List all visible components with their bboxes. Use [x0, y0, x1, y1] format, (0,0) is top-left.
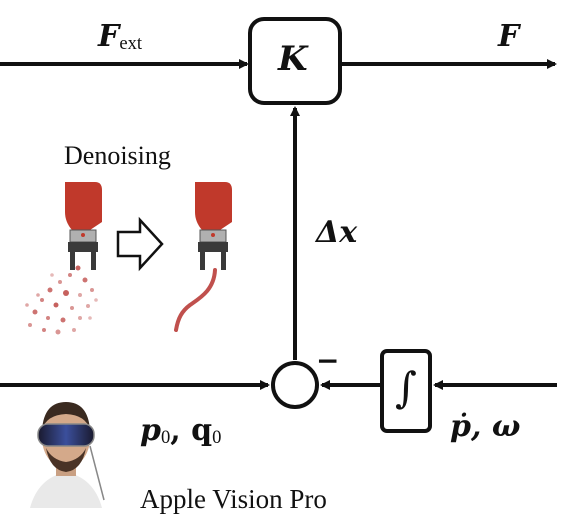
k-text: K [278, 39, 308, 79]
p0-q0-label: p0, q0 [140, 416, 221, 447]
fext-main: F [98, 19, 120, 54]
hollow-right-arrow-icon [116, 216, 164, 272]
vision-pro-person-icon [30, 398, 105, 508]
f-output-label: F [498, 22, 519, 52]
integral-symbol: ∫ [395, 363, 417, 412]
denoising-text: Denoising [64, 141, 171, 170]
fext-sub: ext [119, 32, 143, 54]
robot-gripper-icon [65, 182, 102, 270]
device-caption-text: Apple Vision Pro [140, 484, 327, 514]
device-caption: Apple Vision Pro [140, 486, 327, 513]
p0-sub: 0 [160, 426, 171, 448]
q0-text: , q [170, 413, 213, 448]
p0-text: p [140, 413, 161, 448]
denoised-trajectory [174, 268, 217, 332]
k-label: K [278, 42, 308, 76]
summing-junction [271, 361, 319, 409]
fext-label: Fext [98, 22, 142, 53]
f-output-text: F [498, 19, 520, 54]
q0-sub: 0 [212, 426, 222, 448]
noise-particles [25, 265, 98, 335]
p-omega-label: ṗ, ω [450, 412, 520, 442]
integrator-block [380, 349, 432, 433]
robot-gripper-icon [195, 182, 232, 270]
p-omega-text: ṗ, ω [450, 409, 521, 444]
minus-sign: − [316, 344, 339, 377]
delta-x-text: Δx [316, 215, 358, 250]
k-block [248, 17, 342, 105]
denoising-label: Denoising [64, 143, 171, 169]
delta-x-label: Δx [316, 218, 357, 248]
